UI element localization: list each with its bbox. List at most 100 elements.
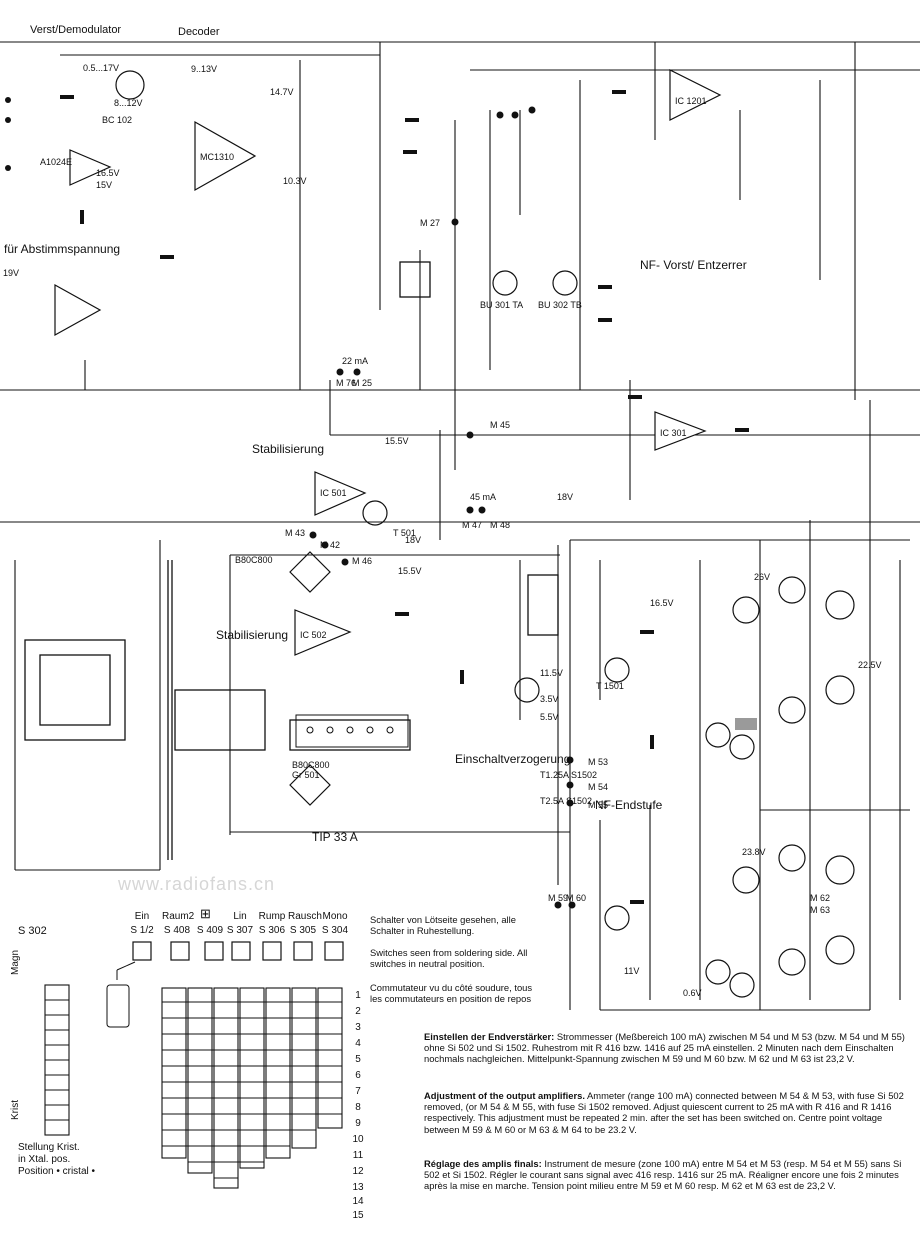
row-number: 12 (352, 1166, 364, 1177)
ic-label: MC1310 (200, 152, 235, 162)
rectifier-ref: Gr 501 (292, 770, 320, 780)
voltage-tag: 14.7V (270, 87, 294, 97)
watermark-text: www.radiofans.cn (118, 874, 276, 894)
row-number: 13 (352, 1182, 364, 1193)
row-number: 7 (355, 1086, 361, 1097)
row-number: 15 (352, 1210, 364, 1221)
ic-label: A1024E (40, 157, 73, 167)
row-number: 5 (355, 1054, 361, 1065)
row-number: 1 (355, 990, 361, 1001)
switch-header-bottom: S 304 (321, 925, 349, 936)
voltage-tag: 15.5V (385, 436, 409, 446)
transistor-ref: T 1501 (596, 681, 624, 691)
row-number: 9 (355, 1118, 361, 1129)
transistor-ref: T 501 (393, 528, 416, 538)
adjust-note-title: Adjustment of the output amplifiers. (424, 1090, 585, 1101)
switch-note-en: Switches seen from soldering side. All s… (370, 947, 528, 970)
stellung-line: in Xtal. pos. (18, 1154, 71, 1165)
voltage-tag: 15.5V (398, 566, 422, 576)
transistor-ref: BU 301 TA (480, 300, 524, 310)
test-point-label: M 55 (588, 800, 609, 810)
adjust-note-body: Ammeter (range 100 mA) connected between… (424, 1090, 904, 1135)
stellung-line: Position • cristal • (18, 1166, 96, 1177)
test-point-label: M 46 (352, 556, 373, 566)
voltage-tag: 18V (405, 535, 422, 545)
switch-header-bottom: S 306 (258, 925, 286, 936)
section-verst-demodulator: Verst/Demodulator (30, 24, 122, 36)
row-number: 3 (355, 1022, 361, 1033)
pos-label-magn: Magn (10, 949, 21, 975)
switch-note-fr: Commutateur vu du côté soudure, tous les… (370, 982, 533, 1005)
adjust-note-en: Adjustment of the output amplifiers. Amm… (424, 1090, 910, 1135)
grid-icon: ⊞ (200, 906, 211, 921)
test-point-label: M 25 (352, 378, 373, 388)
adjust-note-title: Réglage des amplis finals: (424, 1158, 542, 1169)
voltage-tag: 16.5V (650, 598, 674, 608)
adjust-note-fr: Réglage des amplis finals: Instrument de… (424, 1158, 910, 1192)
switch-header-bottom: S 305 (289, 925, 317, 936)
row-number: 14 (352, 1196, 364, 1207)
voltage-tag: 45 mA (470, 492, 497, 502)
rectifier-ref: B80C800 (235, 555, 273, 565)
adjust-note-de: Einstellen der Endverstärker: Strommesse… (424, 1031, 910, 1065)
ic-label: IC 1201 (675, 96, 707, 106)
row-number: 4 (355, 1038, 361, 1049)
test-point-label: M 48 (490, 520, 511, 530)
voltage-tag: 10.3V (283, 176, 307, 186)
voltage-tag: 23.8V (742, 847, 766, 857)
switch-header-top: Ein (134, 911, 150, 922)
voltage-tag: 15V (96, 180, 113, 190)
test-point-label: M 27 (420, 218, 441, 228)
voltage-tag: 9..13V (191, 64, 218, 74)
ic-label: IC 502 (300, 630, 327, 640)
voltage-tag: 22 mA (342, 356, 369, 366)
switch-header-top: Rausch (288, 911, 322, 922)
voltage-tag: 11V (624, 966, 640, 976)
s302-label: S 302 (18, 925, 47, 937)
switch-header-bottom: S 307 (226, 925, 254, 936)
section-stabilisierung-2: Stabilisierung (216, 628, 289, 642)
voltage-tag: 22.5V (858, 660, 882, 670)
voltage-tag: 26V (754, 572, 771, 582)
test-point-label: M 76 (336, 378, 357, 388)
test-point-label: M 43 (285, 528, 306, 538)
row-number: 2 (355, 1006, 361, 1017)
switch-header-top: Mono (322, 911, 348, 922)
row-number: 11 (352, 1150, 364, 1161)
switch-note-de: Schalter von Lötseite gesehen, alle Scha… (370, 914, 516, 937)
test-point-label: M 42 (320, 540, 341, 550)
voltage-tag: 0.6V (683, 988, 702, 998)
transistor-ref: BU 302 TB (538, 300, 582, 310)
test-point-label: M 53 (588, 757, 609, 767)
test-point-label: M 60 (566, 893, 587, 903)
switch-header-top: Lin (233, 911, 247, 922)
voltage-tag: 19V (3, 268, 20, 278)
adjust-note-title: Einstellen der Endverstärker: (424, 1031, 555, 1042)
voltage-tag: 11.5V (540, 668, 563, 678)
switch-header-bottom: S 408 (163, 925, 191, 936)
test-point-label: M 54 (588, 782, 609, 792)
voltage-tag: 16.5V (96, 168, 120, 178)
ic-label: IC 301 (660, 428, 687, 438)
fuse-ref: T2.5A S1502 (540, 796, 593, 806)
test-point-label: M 62 (810, 893, 831, 903)
pos-label-krist: Krist (10, 1100, 21, 1120)
voltage-tag: 8...12V (114, 98, 143, 108)
adjust-note-body: Strommesser (Meßbereich 100 mA) zwischen… (424, 1031, 905, 1065)
test-point-label: M 47 (462, 520, 483, 530)
switch-header-bottom: S 409 (196, 925, 224, 936)
fuse-ref: T1.25A S1502 (540, 770, 598, 780)
stellung-line: Stellung Krist. (18, 1142, 80, 1153)
row-number: 8 (355, 1102, 361, 1113)
test-point-label: M 63 (810, 905, 831, 915)
section-nf-endstufe: NF-Endstufe (595, 798, 663, 812)
voltage-tag: 5.5V (540, 712, 559, 722)
switch-header-top: Raum2 (162, 911, 195, 922)
ic-label: IC 501 (320, 488, 347, 498)
section-nf-vorst: NF- Vorst/ Entzerrer (640, 258, 747, 272)
transistor-ref: BC 102 (102, 115, 133, 125)
section-decoder: Decoder (178, 26, 220, 38)
voltage-tag: 18V (557, 492, 574, 502)
row-number: 10 (352, 1134, 364, 1145)
